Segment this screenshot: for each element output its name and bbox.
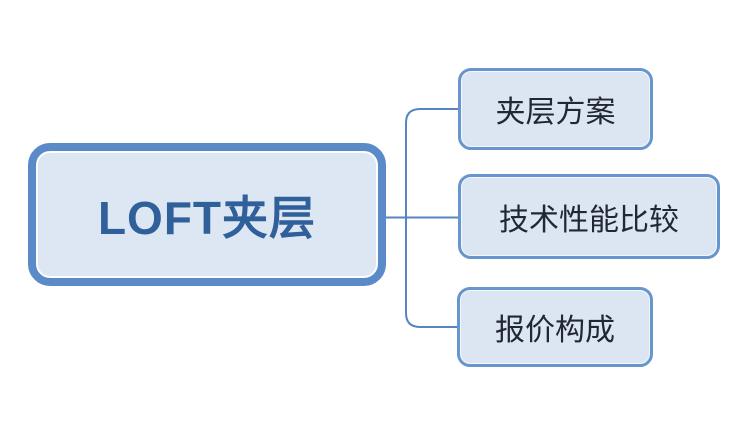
connector-spine-to-top-and-bottom-child xyxy=(405,108,458,328)
root-node-label: LOFT夹层 xyxy=(97,191,317,244)
child-node-label: 报价构成 xyxy=(495,314,615,347)
root-node[interactable]: LOFT夹层 xyxy=(28,143,386,286)
child-node-label: 技术性能比较 xyxy=(499,203,679,237)
child-node-jishu-xingneng-bijiao[interactable]: 技术性能比较 xyxy=(458,174,720,259)
child-node-label: 夹层方案 xyxy=(495,96,616,129)
child-node-baojia-goucheng[interactable]: 报价构成 xyxy=(457,287,653,367)
child-node-jiaceng-fangan[interactable]: 夹层方案 xyxy=(458,68,653,150)
